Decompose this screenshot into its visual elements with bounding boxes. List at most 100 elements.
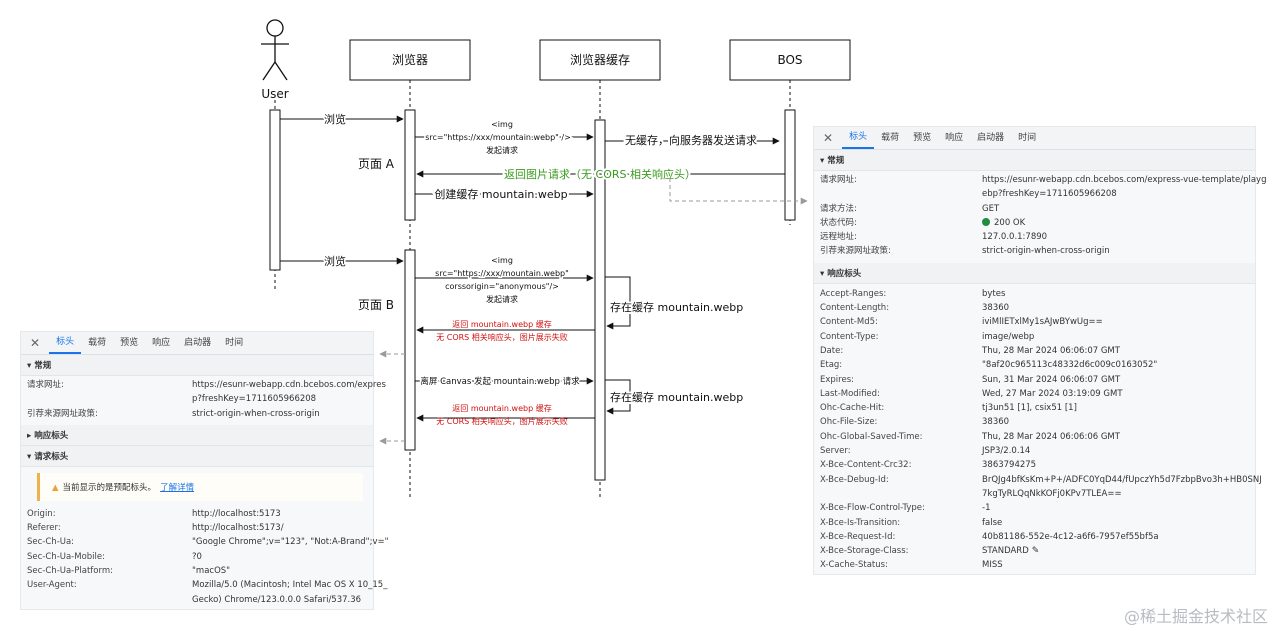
header-key: Content-Md5: — [820, 317, 878, 328]
self-loop-cache-1 — [605, 276, 631, 330]
label-store-2: 存在缓存 mountain.webp — [610, 390, 743, 404]
label-create-cache: 创建缓存 mountain.webp — [434, 187, 567, 201]
tab-payload[interactable]: 载荷 — [88, 338, 107, 348]
header-row: X-Bce-Debug-Id:BrQJg4bfKsKm+P+/ADFC0YqD4… — [814, 473, 1262, 487]
header-row: Expires:Sun, 31 Mar 2024 06:06:07 GMT — [814, 373, 1255, 387]
header-value: JSP3/2.0.14 — [982, 446, 1031, 457]
label-canvas-request: 离屏 Canvas 发起 mountain.webp 请求 — [420, 376, 580, 387]
status-ok-icon — [982, 217, 990, 226]
header-key: X-Bce-Storage-Class: — [820, 546, 909, 557]
devtools-tabbar: ✕ 标头 载荷 预览 响应 启动器 时间 — [21, 332, 373, 355]
header-row: Content-Md5: iviMlIETxlMy1sAJwBYwUg== — [814, 315, 1255, 329]
header-key: Content-Type: — [820, 331, 879, 342]
tab-payload[interactable]: 载荷 — [881, 133, 900, 143]
learn-more-link[interactable]: 了解详情 — [160, 482, 195, 493]
header-value: Thu, 28 Mar 2024 06:06:07 GMT — [982, 345, 1120, 356]
header-row: Content-Length:38360 — [814, 301, 1255, 315]
general-row: 引荐来源网址政策:strict-origin-when-cross-origin — [814, 244, 1255, 258]
header-key: Last-Modified: — [820, 388, 880, 399]
header-value: MISS — [982, 560, 1003, 571]
svg-text:返回 mountain.webp 缓存: 返回 mountain.webp 缓存 — [452, 319, 551, 329]
svg-text:无 CORS 相关响应头，图片展示失败: 无 CORS 相关响应头，图片展示失败 — [436, 332, 568, 342]
header-key: X-Bce-Content-Crc32: — [820, 460, 912, 471]
header-key: Accept-Ranges: — [820, 288, 887, 299]
tab-timing[interactable]: 时间 — [1018, 133, 1037, 143]
general-row: 引荐来源网址政策:strict-origin-when-cross-origin — [27, 408, 320, 419]
actor-label: User — [261, 87, 288, 101]
general-row: p?freshKey=1711605966208 — [192, 394, 317, 405]
header-value: 7kgTyRLQqNkKOFj0KPv7TLEA== — [982, 488, 1122, 499]
user-actor — [261, 19, 289, 81]
header-value: 127.0.0.1:7890 — [982, 232, 1048, 243]
header-key: X-Bce-Is-Transition: — [820, 517, 901, 528]
page-a-label: 页面 A — [358, 157, 395, 171]
close-icon[interactable]: ✕ — [30, 336, 41, 350]
label-img-request-1: <img src="https://xxx/mountain.webp" /> … — [424, 120, 573, 155]
devtools-request-panel: ✕ 标头 载荷 预览 响应 启动器 时间 ▾ 常规 请求网址:https://e… — [20, 331, 389, 610]
header-row: Server: JSP3/2.0.14 — [814, 444, 1255, 458]
tab-headers[interactable]: 标头 — [49, 332, 82, 354]
header-key: 请求网址: — [820, 175, 857, 185]
label-browse-2: 浏览 — [324, 254, 346, 268]
header-row: X-Bce-Content-Crc32: 3863794275 — [814, 458, 1255, 472]
header-row: Etag:"8af20c965113c48332d6c009c0163052" — [814, 358, 1255, 372]
section-response-headers-toggle[interactable]: ▸ 响应标头 — [21, 424, 373, 446]
edit-icon[interactable]: ✎ — [1031, 546, 1040, 557]
svg-text:<img: <img — [491, 120, 513, 129]
header-row: X-Bce-Flow-Control-Type:-1 — [814, 501, 1255, 515]
self-loop-cache-2 — [605, 379, 631, 415]
tab-response[interactable]: 响应 — [945, 133, 964, 143]
close-icon[interactable]: ✕ — [823, 131, 834, 145]
header-value: Sun, 31 Mar 2024 06:06:07 GMT — [982, 374, 1121, 385]
header-row: Ohc-File-Size:38360 — [814, 415, 1255, 429]
general-row: 请求方法: GET — [814, 202, 1255, 216]
header-row: X-Cache-Status: MISS — [814, 558, 1255, 572]
devtools-response-panel: ✕ 标头 载荷 预览 响应 启动器 时间 ▾ 常规 请求网址:https://e… — [813, 126, 1266, 575]
general-row: 远程地址:127.0.0.1:7890 — [814, 230, 1255, 244]
general-row: 请求网址:https://esunr-webapp.cdn.bcebos.com… — [814, 173, 1266, 187]
activation-bars — [269, 109, 796, 481]
tab-initiator[interactable]: 启动器 — [977, 133, 1005, 143]
tab-initiator[interactable]: 启动器 — [184, 338, 212, 348]
general-row: 请求网址:https://esunr-webapp.cdn.bcebos.com… — [27, 380, 386, 390]
header-key: 状态代码: — [820, 217, 857, 228]
header-value: 40b81186-552e-4c12-a6f6-7957ef55bf5a — [982, 531, 1159, 542]
header-value: tj3un51 [1], csix51 [1] — [982, 403, 1077, 414]
header-row: Sec-Ch-Ua:"Google Chrome";v="123", "Not:… — [27, 537, 389, 548]
header-key: Server: — [820, 446, 851, 457]
section-request-headers-toggle[interactable]: ▾ 请求标头 — [21, 445, 373, 467]
tab-timing[interactable]: 时间 — [225, 338, 244, 348]
header-key: Ohc-Cache-Hit: — [820, 403, 885, 414]
tab-headers[interactable]: 标头 — [842, 127, 875, 149]
svg-text:发起请求: 发起请求 — [486, 294, 518, 304]
header-value: GET — [982, 203, 1000, 214]
label-browse-1: 浏览 — [324, 112, 346, 126]
header-value: bytes — [982, 288, 1006, 299]
provisional-headers-warning: ▲当前显示的是预配标头。了解详情 — [37, 472, 363, 501]
section-general-toggle[interactable]: ▾ 常规 — [814, 150, 1255, 171]
header-row: X-Bce-Storage-Class:STANDARD✎ — [814, 544, 1255, 558]
header-row: User-Agent:Mozilla/5.0 (Macintosh; Intel… — [27, 580, 388, 591]
participant-browser-cache: 浏览器缓存 — [539, 39, 661, 81]
participant-label: 浏览器 — [392, 52, 428, 67]
header-value: 3863794275 — [982, 460, 1037, 471]
header-row: Sec-Ch-Ua-Platform:"macOS" — [27, 566, 231, 577]
tab-preview[interactable]: 预览 — [120, 338, 139, 348]
tab-response[interactable]: 响应 — [152, 338, 171, 348]
label-return-cache-1: 返回 mountain.webp 缓存 无 CORS 相关响应头，图片展示失败 — [436, 319, 568, 342]
tab-preview[interactable]: 预览 — [913, 133, 932, 143]
header-key: X-Cache-Status: — [820, 560, 888, 571]
section-general-toggle[interactable]: ▾ 常规 — [21, 355, 373, 376]
header-row: Accept-Ranges: bytes — [814, 287, 1255, 301]
label-no-cache: 无缓存，向服务器发送请求 — [625, 133, 757, 147]
header-key — [820, 487, 982, 501]
header-key: Date: — [820, 345, 844, 356]
header-value: iviMlIETxlMy1sAJwBYwUg== — [982, 317, 1103, 328]
header-value: -1 — [982, 503, 991, 514]
section-response-headers-toggle[interactable]: ▾ 响应标头 — [814, 262, 1255, 284]
header-value: Wed, 27 Mar 2024 03:19:09 GMT — [982, 388, 1123, 399]
participant-label: BOS — [777, 53, 802, 67]
header-key: Ohc-File-Size: — [820, 417, 878, 428]
header-key: 请求方法: — [820, 203, 857, 214]
label-img-request-2: <img src="https://xxx/mountain.webp" cor… — [434, 256, 571, 304]
